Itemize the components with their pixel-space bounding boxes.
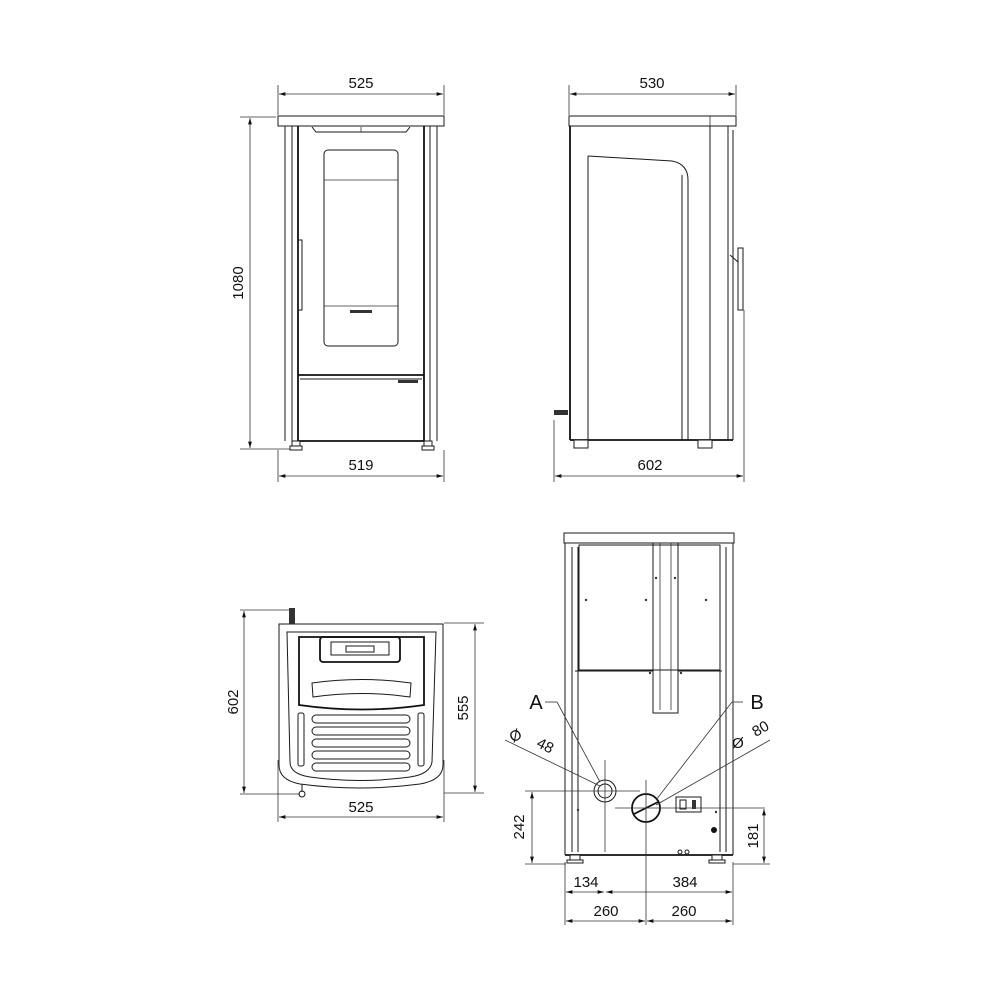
- half-left-label: 260: [593, 903, 618, 920]
- front-width-bottom-label: 519: [348, 457, 373, 474]
- outlet-b-label: B: [750, 692, 763, 714]
- front-view: [240, 85, 445, 482]
- rear-view: [504, 532, 771, 925]
- diameter-b-label: 80: [749, 718, 772, 741]
- front-height-label: 1080: [230, 266, 247, 299]
- side-depth-top-label: 530: [639, 75, 664, 92]
- top-view: [240, 608, 484, 822]
- top-width-label: 525: [348, 799, 373, 816]
- offset-b-label: 384: [672, 874, 697, 891]
- side-depth-bottom-label: 602: [637, 457, 662, 474]
- offset-a-label: 134: [573, 874, 598, 891]
- outlet-a-label: A: [529, 692, 543, 714]
- half-right-label: 260: [671, 903, 696, 920]
- top-depth-total-label: 602: [225, 689, 242, 714]
- height-b-label: 181: [745, 823, 762, 848]
- diameter-a-label: 48: [534, 735, 557, 758]
- height-a-label: 242: [511, 814, 528, 839]
- front-width-top-label: 525: [348, 75, 373, 92]
- top-depth-body-label: 555: [455, 695, 472, 720]
- diameter-b-symbol: Ø: [732, 735, 744, 752]
- side-view: [553, 85, 745, 482]
- diameter-a-symbol: Ø: [506, 726, 525, 747]
